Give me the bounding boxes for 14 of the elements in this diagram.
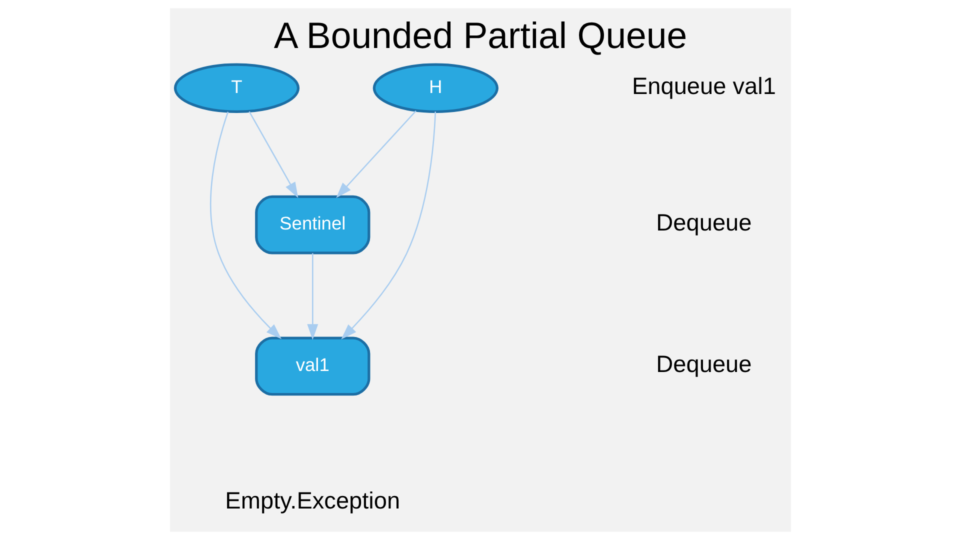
label: Dequeue — [656, 350, 752, 377]
label: Empty.Exception — [224, 488, 400, 514]
node-ellipse: H — [372, 63, 498, 113]
diagram-title: A Bounded Partial Queue — [273, 15, 687, 56]
node-box: Sentinel — [254, 195, 370, 254]
arrow — [209, 112, 282, 340]
label: Enqueue val1 — [631, 72, 776, 99]
node-ellipse: T — [173, 63, 300, 113]
label: Dequeue — [656, 210, 752, 236]
arrow — [340, 112, 436, 340]
node-box: val1 — [254, 336, 370, 396]
arrow — [306, 253, 318, 340]
arrow — [248, 111, 298, 198]
arrow — [336, 110, 416, 198]
